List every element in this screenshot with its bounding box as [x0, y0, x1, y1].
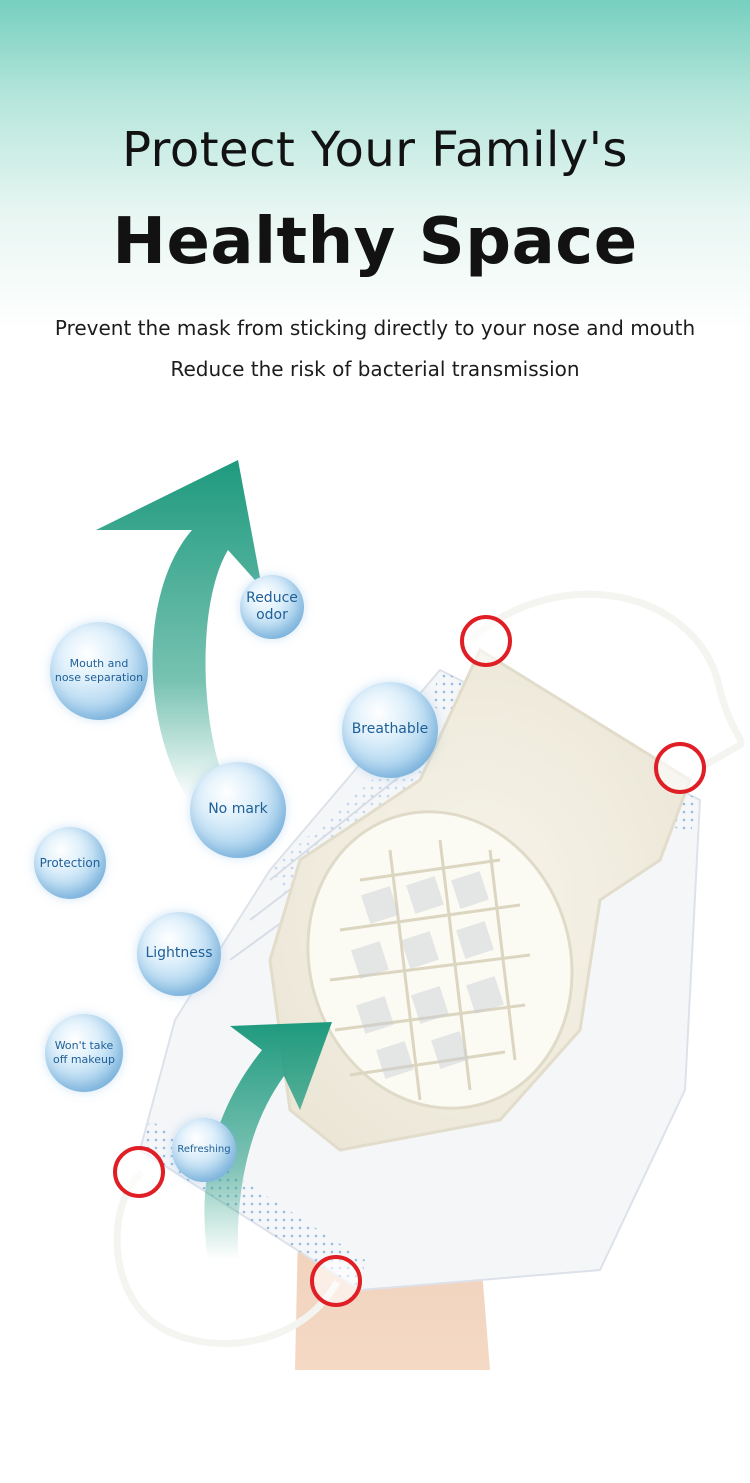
- feature-label-refreshing: Refreshing: [177, 1143, 231, 1155]
- ear-loop-bottom: [113, 1169, 341, 1347]
- feature-bubble-reduce-odor: Reduce odor: [240, 575, 304, 639]
- mask-holder-center: [306, 810, 574, 1110]
- feature-label-mouth-nose-separation: Mouth and nose separation: [54, 657, 144, 684]
- subtitle-line-1: Prevent the mask from sticking directly …: [54, 316, 696, 340]
- ear-loop-top: [467, 590, 745, 772]
- feature-bubble-lightness: Lightness: [137, 912, 221, 996]
- marker-circle-bottom: [310, 1255, 362, 1307]
- feature-label-reduce-odor: Reduce odor: [246, 589, 298, 624]
- marker-circle-top: [460, 615, 512, 667]
- subtitle-line-2: Reduce the risk of bacterial transmissio…: [170, 357, 580, 381]
- feature-bubble-mouth-nose-separation: Mouth and nose separation: [50, 622, 148, 720]
- feature-label-breathable: Breathable: [351, 721, 429, 738]
- feature-bubble-no-mark: No mark: [190, 762, 286, 858]
- feature-label-protection: Protection: [39, 855, 101, 870]
- headline-line-1: Protect Your Family's: [122, 122, 628, 178]
- feature-label-lightness: Lightness: [145, 945, 213, 962]
- feature-bubble-protection: Protection: [34, 827, 106, 899]
- marker-circle-right: [654, 742, 706, 794]
- headline-line-2: Healthy Space: [112, 205, 638, 279]
- marker-circle-left: [113, 1146, 165, 1198]
- feature-bubble-refreshing: Refreshing: [172, 1118, 236, 1182]
- feature-bubble-breathable: Breathable: [342, 682, 438, 778]
- feature-label-no-makeup-removal: Won't take off makeup: [53, 1039, 115, 1066]
- airflow-arrow-large: [96, 460, 262, 800]
- feature-label-no-mark: No mark: [208, 801, 268, 818]
- header-gradient-background: [0, 0, 750, 330]
- feature-bubble-no-makeup-removal: Won't take off makeup: [45, 1014, 123, 1092]
- airflow-arrow-small: [204, 1022, 332, 1260]
